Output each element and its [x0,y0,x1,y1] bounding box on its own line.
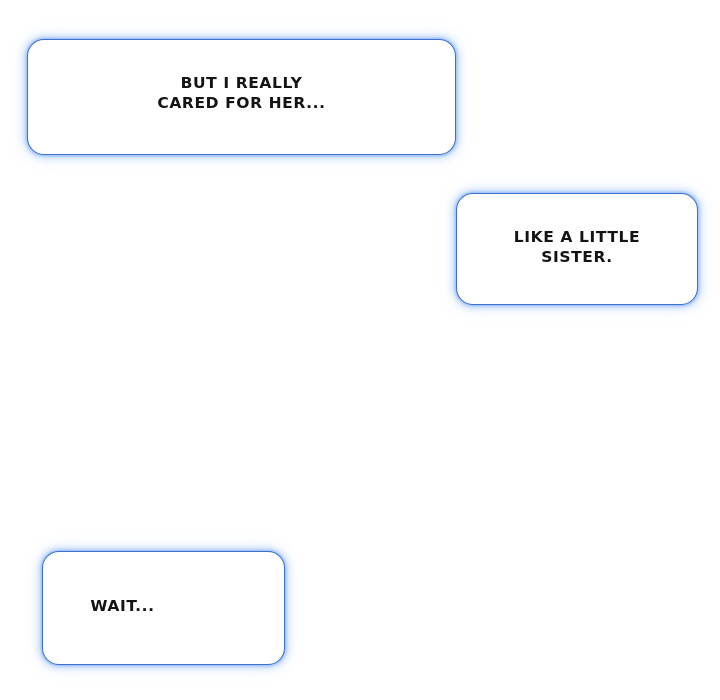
speech-bubble-2: Like a little sister. [456,193,698,305]
speech-bubble-1-text: But I really cared for her... [157,73,326,112]
speech-bubble-3: Wait... [42,551,285,665]
speech-bubble-1: But I really cared for her... [27,39,456,155]
speech-bubble-3-text: Wait... [90,596,155,615]
speech-bubble-2-text: Like a little sister. [513,227,641,266]
